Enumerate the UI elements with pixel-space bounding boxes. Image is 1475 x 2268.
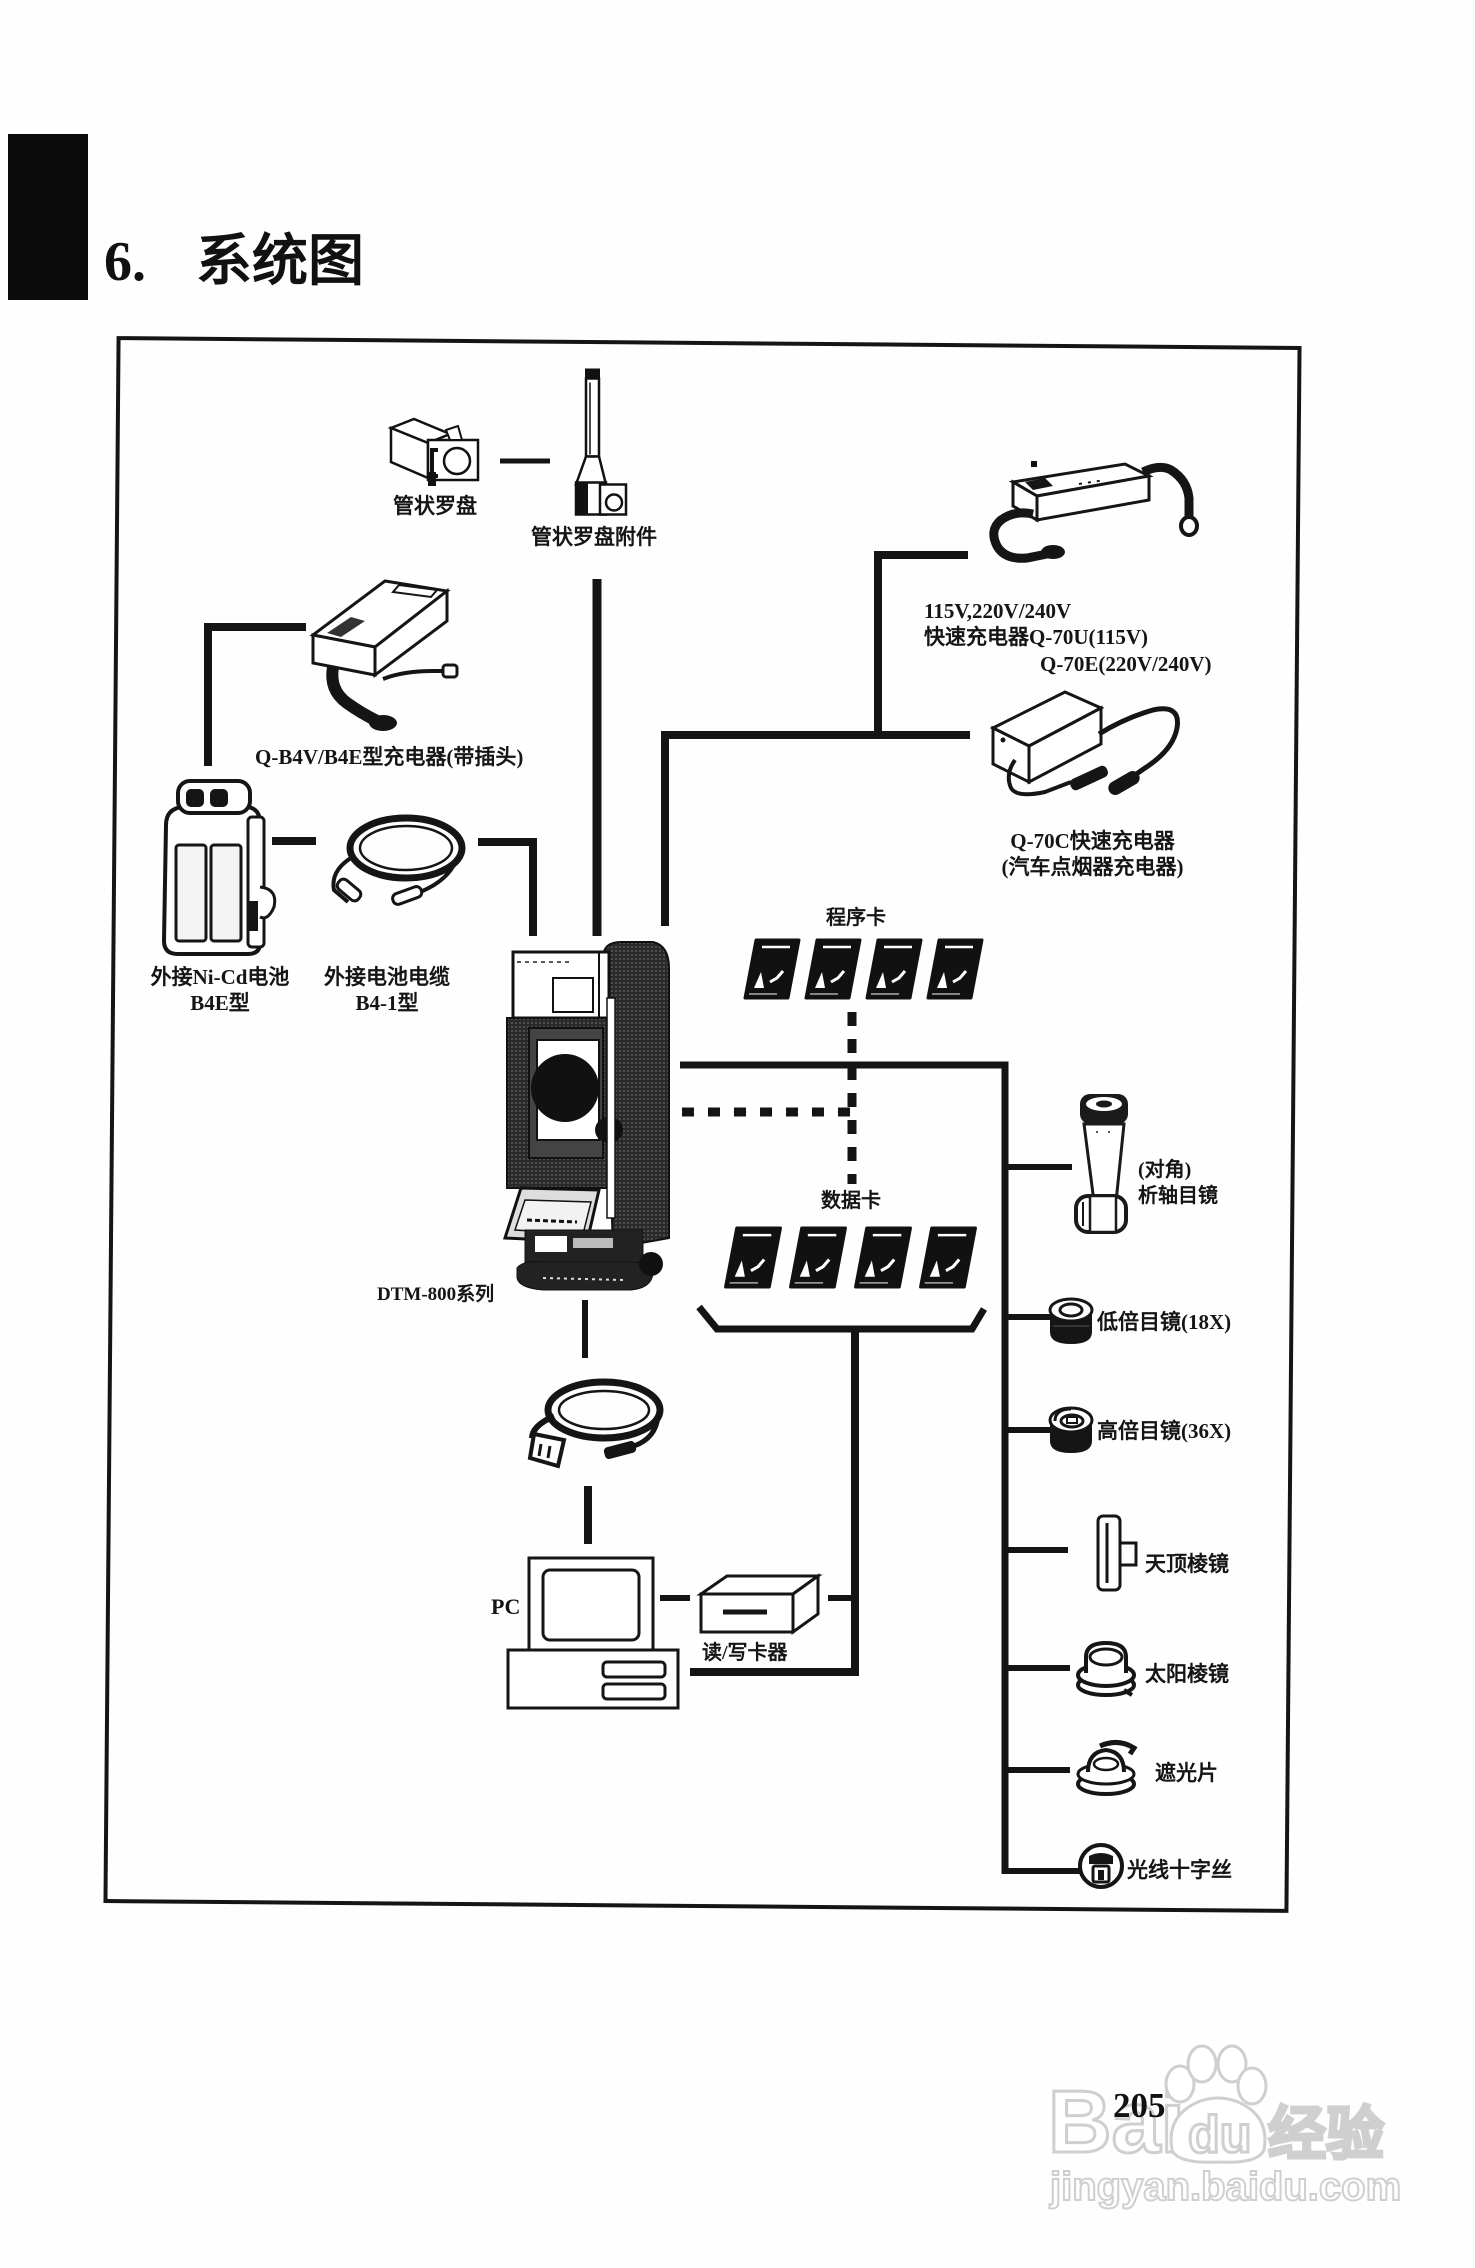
watermark-paw-toe xyxy=(1186,2044,1218,2084)
program-card-icon xyxy=(865,938,923,1000)
label-car-charger: Q-70C快速充电器 (汽车点烟器充电器) xyxy=(990,828,1195,880)
label-car-charger-note: (汽车点烟器充电器) xyxy=(1001,855,1184,879)
label-low-eyepiece: 低倍目镜(18X) xyxy=(1097,1310,1232,1334)
watermark-brand-cn: 经验 xyxy=(1268,2102,1384,2167)
label-card-reader: 读/写卡器 xyxy=(702,1642,788,1664)
label-data-cards: 数据卡 xyxy=(821,1190,881,1212)
total-station-icon xyxy=(502,941,670,1291)
page-title: 系统图 xyxy=(196,231,364,293)
label-reticle: 光线十字丝 xyxy=(1127,1858,1232,1882)
connector-accessory-bus xyxy=(680,1061,1009,1874)
data-cable-icon xyxy=(527,1378,664,1469)
label-pc: PC xyxy=(491,1594,521,1619)
eyepiece-icon xyxy=(1048,1297,1094,1344)
data-card-bracket xyxy=(696,1304,988,1333)
computer-icon xyxy=(506,1556,680,1710)
label-ac-charger-q70u: 快速充电器Q-70U(115V) xyxy=(924,625,1148,649)
watermark-paw-toe xyxy=(1164,2064,1196,2104)
label-compass-attachment: 管状罗盘附件 xyxy=(531,525,657,549)
watermark-brand-du: du xyxy=(1188,2106,1252,2164)
program-card-icon xyxy=(743,938,801,1000)
zenith-prism-icon xyxy=(1096,1514,1138,1592)
battery-icon xyxy=(161,779,277,956)
ink-dot xyxy=(1031,461,1037,467)
label-program-cards: 程序卡 xyxy=(826,907,886,929)
connector-cable-instrument xyxy=(478,838,537,936)
label-sunshade: 遮光片 xyxy=(1155,1761,1218,1785)
label-zenith-prism: 天顶棱镜 xyxy=(1145,1552,1229,1576)
card-reader-icon xyxy=(696,1573,823,1635)
label-battery-cable: 外接电池电缆 B4-1型 xyxy=(312,964,462,1016)
connector-cards-reader xyxy=(690,1329,859,1676)
baidu-jingyan-watermark: Bai du 经验 jingyan.baidu.com xyxy=(1047,2044,1402,2210)
section-number: 6. xyxy=(104,231,146,293)
label-ac-charger-q70e: Q-70E(220V/240V) xyxy=(1040,652,1212,676)
watermark-paw-pad xyxy=(1169,2096,1267,2164)
label-battery-cable-model: B4-1型 xyxy=(355,991,419,1015)
data-card-icon xyxy=(788,1226,848,1289)
program-card-icon xyxy=(804,938,862,1000)
solar-prism-icon xyxy=(1076,1640,1136,1697)
data-card-icon xyxy=(723,1226,783,1289)
ac-charger-icon xyxy=(989,462,1199,563)
sunshade-icon xyxy=(1076,1740,1138,1796)
label-diagonal-eyepiece-name: 析轴目镜 xyxy=(1138,1185,1218,1207)
diagonal-eyepiece-icon xyxy=(1074,1094,1128,1234)
watermark-paw-toe xyxy=(1216,2044,1248,2084)
watermark-paw-toe xyxy=(1236,2066,1268,2106)
watermark-url: jingyan.baidu.com xyxy=(1049,2165,1401,2209)
label-battery-charger: Q-B4V/B4E型充电器(带插头) xyxy=(255,745,524,769)
section-marker-bar xyxy=(8,134,88,300)
data-card-icon xyxy=(918,1226,978,1289)
battery-charger-icon xyxy=(309,579,459,731)
label-high-eyepiece: 高倍目镜(36X) xyxy=(1097,1419,1232,1443)
compass-attachment-icon xyxy=(574,368,628,516)
label-car-charger-model: Q-70C快速充电器 xyxy=(1010,829,1175,853)
data-card-icon xyxy=(853,1226,913,1289)
eyepiece-icon xyxy=(1048,1406,1094,1453)
label-external-battery-name: 外接Ni-Cd电池 xyxy=(150,965,290,989)
label-tubular-compass: 管状罗盘 xyxy=(393,494,477,518)
label-external-battery-model: B4E型 xyxy=(190,991,250,1015)
label-battery-cable-name: 外接电池电缆 xyxy=(324,965,450,989)
cable-icon xyxy=(331,814,466,906)
page-number: 205 xyxy=(1113,2086,1166,2125)
watermark-brand-bai: Bai xyxy=(1048,2072,1185,2171)
connector-ac-charger xyxy=(874,551,968,735)
label-external-battery: 外接Ni-Cd电池 B4E型 xyxy=(140,964,300,1016)
label-diagonal-eyepiece: (对角) 析轴目镜 xyxy=(1138,1157,1218,1209)
compass-icon xyxy=(387,417,480,486)
connector-charger-battery xyxy=(204,623,306,766)
label-diagonal-eyepiece-qualifier: (对角) xyxy=(1138,1159,1192,1181)
label-ac-charger-voltage: 115V,220V/240V xyxy=(924,599,1072,623)
label-solar-prism: 太阳棱镜 xyxy=(1145,1662,1229,1686)
connector-chargers-instrument xyxy=(661,731,970,926)
car-charger-icon xyxy=(989,690,1180,797)
reticle-icon xyxy=(1078,1843,1124,1889)
program-card-icon xyxy=(926,938,984,1000)
label-instrument: DTM-800系列 xyxy=(377,1284,495,1305)
